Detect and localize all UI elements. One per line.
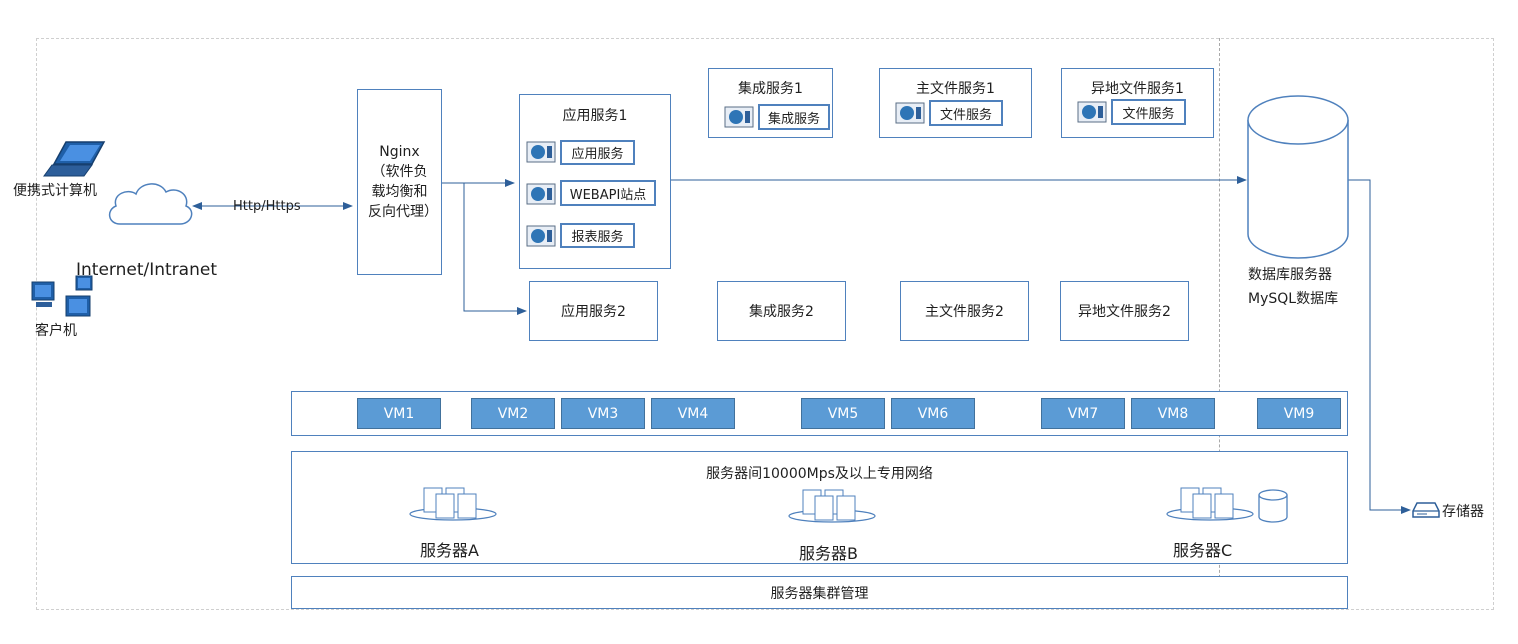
client-label: 客户机 [35, 323, 77, 339]
laptop-icon [43, 141, 106, 177]
server-c-label: 服务器C [1173, 541, 1233, 560]
main-file-service-2-label: 主文件服务2 [925, 304, 1004, 320]
client-computer-icon [31, 275, 93, 317]
integration-icon [724, 106, 754, 128]
remote-file-service-2-box: 异地文件服务2 [1060, 281, 1189, 341]
server-b-label: 服务器B [799, 544, 858, 563]
protocol-label: Http/Https [233, 199, 301, 214]
nginx-label: Nginx（软件负载均衡和反向代理） [368, 144, 438, 220]
vm-5: VM5 [801, 398, 885, 429]
network-title: 服务器间10000Mps及以上专用网络 [706, 466, 933, 482]
server-a-label: 服务器A [420, 541, 479, 560]
cluster-management-box: 服务器集群管理 [291, 576, 1348, 609]
server-b-icon [788, 489, 876, 523]
cluster-management-label: 服务器集群管理 [770, 585, 869, 602]
database-label-2: MySQL数据库 [1248, 291, 1339, 307]
database-label-1: 数据库服务器 [1248, 267, 1332, 283]
integration-service-1-title: 集成服务1 [738, 81, 803, 97]
laptop-label: 便携式计算机 [13, 183, 97, 199]
storage-label: 存储器 [1442, 504, 1484, 520]
nginx-to-app2-line [463, 183, 527, 315]
cloud-icon [108, 183, 193, 225]
vm-8: VM8 [1131, 398, 1215, 429]
outer-dashed-frame [36, 38, 1494, 610]
web-api-icon [526, 183, 556, 205]
app-service-2-label: 应用服务2 [561, 304, 626, 320]
main-file-service-1-title: 主文件服务1 [916, 81, 995, 97]
server-a-icon [409, 487, 497, 521]
integration-service-2-label: 集成服务2 [749, 304, 814, 320]
integration-service-2-box: 集成服务2 [717, 281, 846, 341]
network-label: Internet/Intranet [76, 260, 217, 280]
app-service-2-box: 应用服务2 [529, 281, 658, 341]
web-app-icon [526, 141, 556, 163]
report-service-icon [526, 225, 556, 247]
server-c-disk-icon [1258, 489, 1288, 523]
main-file-service-2-box: 主文件服务2 [900, 281, 1029, 341]
vm-3: VM3 [561, 398, 645, 429]
vm-6: VM6 [891, 398, 975, 429]
nginx-box: Nginx（软件负载均衡和反向代理） [357, 89, 442, 275]
vm-2: VM2 [471, 398, 555, 429]
main-file-icon [895, 102, 925, 124]
report-service-item: 报表服务 [560, 223, 635, 248]
storage-icon [1412, 502, 1440, 518]
app-service-item: 应用服务 [560, 140, 635, 165]
webapi-site-item: WEBAPI站点 [560, 180, 656, 206]
app-service-1-title: 应用服务1 [562, 108, 628, 124]
database-cylinder-icon [1247, 95, 1349, 259]
zone-divider-line [1219, 38, 1220, 608]
vm-7: VM7 [1041, 398, 1125, 429]
remote-file-service-2-label: 异地文件服务2 [1078, 304, 1171, 320]
vm-9: VM9 [1257, 398, 1341, 429]
vm-1: VM1 [357, 398, 441, 429]
remote-file-service-1-title: 异地文件服务1 [1091, 81, 1184, 97]
main-file-service-item: 文件服务 [929, 100, 1003, 126]
remote-file-icon [1077, 101, 1107, 123]
integration-service-item: 集成服务 [758, 104, 830, 130]
remote-file-service-item: 文件服务 [1111, 99, 1186, 125]
server-c-icon [1166, 487, 1254, 521]
vm-4: VM4 [651, 398, 735, 429]
db-to-storage-line [1348, 179, 1411, 514]
